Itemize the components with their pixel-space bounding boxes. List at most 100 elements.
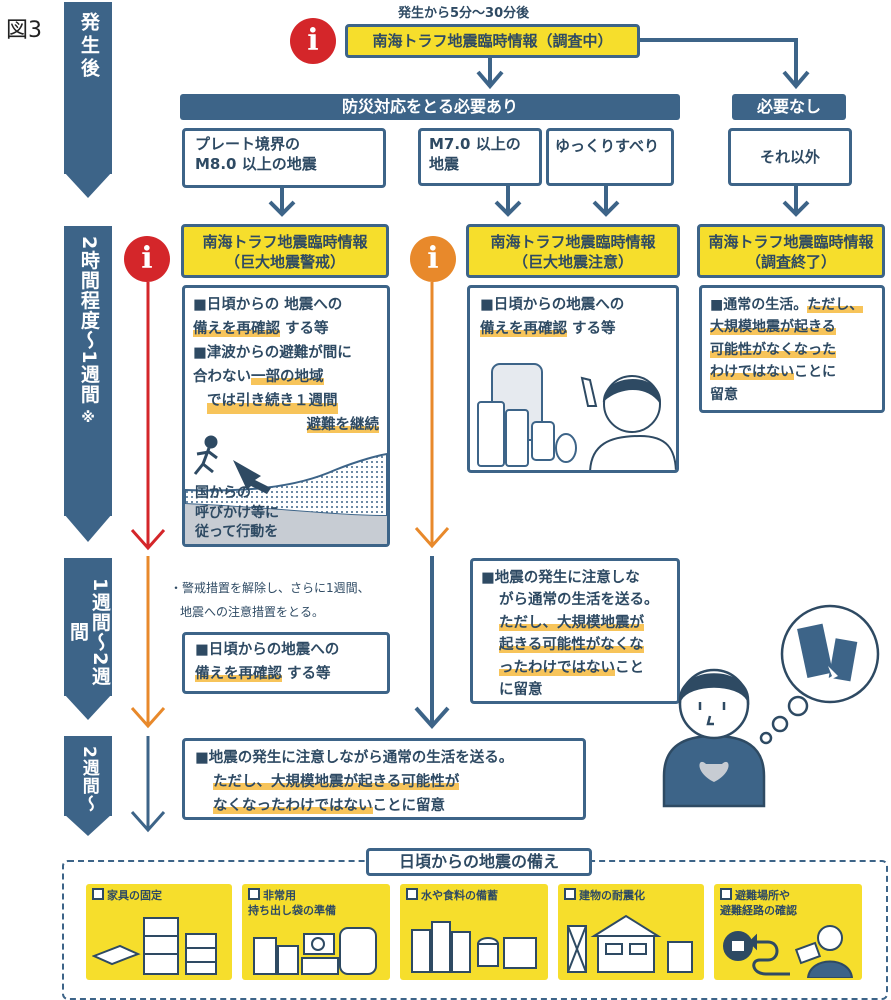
water-bottle-icon	[477, 401, 505, 467]
final-box: ■地震の発生に注意しながら通常の生活を送る。 ただし、大規模地震が起きる可能性が…	[182, 738, 586, 820]
emergency-supplies-illustration	[477, 363, 676, 470]
text-line: ・警戒措置を解除し、さらに1週間、	[170, 581, 370, 595]
megaquake-warning-box: 南海トラフ地震臨時情報 （巨大地震警戒）	[181, 224, 389, 278]
warning-actions-box: ■日頃からの 地震への 備えを再確認 する等 ■津波からの避難が間に 合わない一…	[182, 285, 390, 547]
building-icon	[567, 914, 693, 973]
week2-notes: ・警戒措置を解除し、さらに1週間、 地震への注意措置をとる。	[170, 576, 370, 624]
case-plate: プレート境界の M8.0 以上の地震	[182, 128, 386, 188]
text-highlight: ただし、大規模地震が	[499, 614, 644, 631]
advisory-actions-box: ■日頃からの地震への 備えを再確認 する等	[467, 285, 679, 473]
no-need-bar: 必要なし	[732, 94, 846, 120]
prep-item-seismic: 建物の耐震化	[558, 884, 704, 980]
text-line: する等	[282, 665, 331, 682]
text-highlight: わけではない	[710, 364, 794, 381]
figure-label: 図3	[6, 18, 42, 43]
gov-call-text: 国からの 呼びかけ等に 従って行動を	[195, 484, 279, 543]
prep-item-label: 水や食料の備蓄	[400, 884, 548, 908]
investigation-end-box: 南海トラフ地震臨時情報 （調査終了）	[697, 224, 885, 278]
text-highlight: ったわけではない	[499, 659, 615, 676]
investigation-end-actions-box: ■通常の生活。ただし、 大規模地震が起きる 可能性がなくなった わけではないこと…	[699, 285, 885, 413]
prep-item-emergency-bag: 非常用 持ち出し袋の準備	[242, 884, 390, 980]
furniture-icon	[92, 917, 217, 975]
can-icon	[555, 433, 577, 463]
text-line: する等	[280, 320, 329, 337]
phase-2h-1week: 2時間程度〜1週間 ※	[64, 226, 112, 516]
phase-label: 1週間〜2週間	[67, 577, 111, 687]
text-line: こと	[615, 659, 644, 676]
text-highlight: 可能性がなくなった	[710, 341, 836, 358]
phase-label: 発生後	[77, 12, 100, 81]
info-icon-red: i	[290, 18, 336, 64]
text-highlight: 備えを再確認	[195, 665, 282, 682]
text-line: 呼びかけ等に	[195, 504, 279, 521]
info-icon-red: i	[124, 236, 170, 282]
text-highlight: ただし、大規模地震が起きる可能性が	[213, 773, 460, 790]
evacuation-route-icon	[723, 925, 854, 978]
info-icon-orange: i	[410, 236, 456, 282]
text-line: ■地震の発生に注意しな	[481, 570, 640, 586]
person-pointing-icon	[580, 375, 676, 470]
phase-note: ※	[81, 410, 95, 427]
prep-item-water-food: 水や食料の備蓄	[400, 884, 548, 980]
tsunami-illustration	[185, 435, 387, 544]
phase-arrow-head	[64, 514, 112, 542]
text-line: ■日頃からの 地震への	[193, 297, 343, 313]
prep-item-evacuation: 避難場所や 避難経路の確認	[714, 884, 862, 980]
text-highlight: 起きる可能性がなくな	[499, 637, 644, 654]
prep-item-label: 家具の固定	[86, 884, 232, 908]
text-line: ■地震の発生に注意しながら通常の生活を送る。	[195, 750, 514, 766]
text-line: ■日頃からの地震への	[195, 642, 340, 658]
timing-label: 発生から5分〜30分後	[398, 6, 530, 21]
text-highlight: ただし、	[807, 297, 864, 313]
text-highlight: では引き続き１週間	[207, 389, 338, 414]
text-line: 合わない	[193, 368, 251, 385]
water-food-icon	[411, 921, 537, 973]
phase-label: 2時間程度〜1週間	[77, 236, 100, 405]
phase-arrow-head	[64, 814, 112, 836]
text-line: 従って行動を	[195, 524, 279, 541]
text-line: ■日頃からの地震への	[480, 297, 625, 313]
text-line: する等	[567, 320, 616, 337]
text-line: に留意	[499, 682, 543, 699]
phase-arrow-head	[64, 172, 112, 198]
phase-arrow-head	[64, 694, 112, 720]
preparedness-title: 日頃からの地震の備え	[366, 848, 592, 876]
text-line: 地震への注意措置をとる。	[180, 605, 325, 619]
case-other: それ以外	[728, 128, 852, 186]
top-info-box: 南海トラフ地震臨時情報（調査中）	[345, 24, 640, 58]
megaquake-advisory-box: 南海トラフ地震臨時情報 （巨大地震注意）	[466, 224, 680, 278]
phase-after-occurrence: 発生後	[64, 2, 112, 174]
prep-item-label: 建物の耐震化	[558, 884, 704, 908]
arrow-icon	[233, 460, 271, 494]
running-person-icon	[193, 435, 218, 475]
text-line: がら通常の生活を送る。	[499, 592, 659, 609]
emergency-bag-icon	[253, 927, 377, 975]
thinking-person-illustration	[662, 604, 880, 808]
phase-1-2weeks: 1週間〜2週間	[64, 558, 112, 696]
text-highlight: 備えを再確認	[193, 320, 280, 337]
text-line: ■津波からの避難が間に	[193, 344, 352, 361]
case-m7: M7.0 以上の 地震	[418, 128, 542, 186]
text-highlight: 大規模地震が起きる	[710, 319, 836, 336]
text-highlight: 一部の地域	[251, 368, 324, 385]
prep-item-label: 避難場所や 避難経路の確認	[714, 884, 862, 923]
text-highlight: 備えを再確認	[480, 320, 567, 337]
phase-label: 2週間〜	[78, 746, 99, 813]
phase-2weeks-plus: 2週間〜	[64, 736, 112, 816]
text-highlight: 避難を継続	[306, 416, 379, 433]
text-line: ことに留意	[372, 797, 446, 814]
week2-actions-box: ■日頃からの地震への 備えを再確認 する等	[182, 632, 390, 694]
heart-icon	[699, 761, 729, 782]
text-line: 留意	[710, 386, 738, 403]
collapsing-building-icon	[797, 623, 858, 692]
text-highlight: なくなったわけではない	[213, 797, 373, 814]
prep-item-furniture: 家具の固定	[86, 884, 232, 980]
text-line: ことに	[794, 364, 836, 381]
text-line: ■通常の生活。	[710, 297, 808, 313]
week2-advisory-box: ■地震の発生に注意しな がら通常の生活を送る。 ただし、大規模地震が 起きる可能…	[470, 558, 680, 704]
prep-item-label: 非常用 持ち出し袋の準備	[242, 884, 390, 923]
need-action-bar: 防災対応をとる必要あり	[180, 94, 680, 120]
text-line: 国からの	[195, 485, 251, 501]
case-slow: ゆっくりすべり	[546, 128, 674, 186]
